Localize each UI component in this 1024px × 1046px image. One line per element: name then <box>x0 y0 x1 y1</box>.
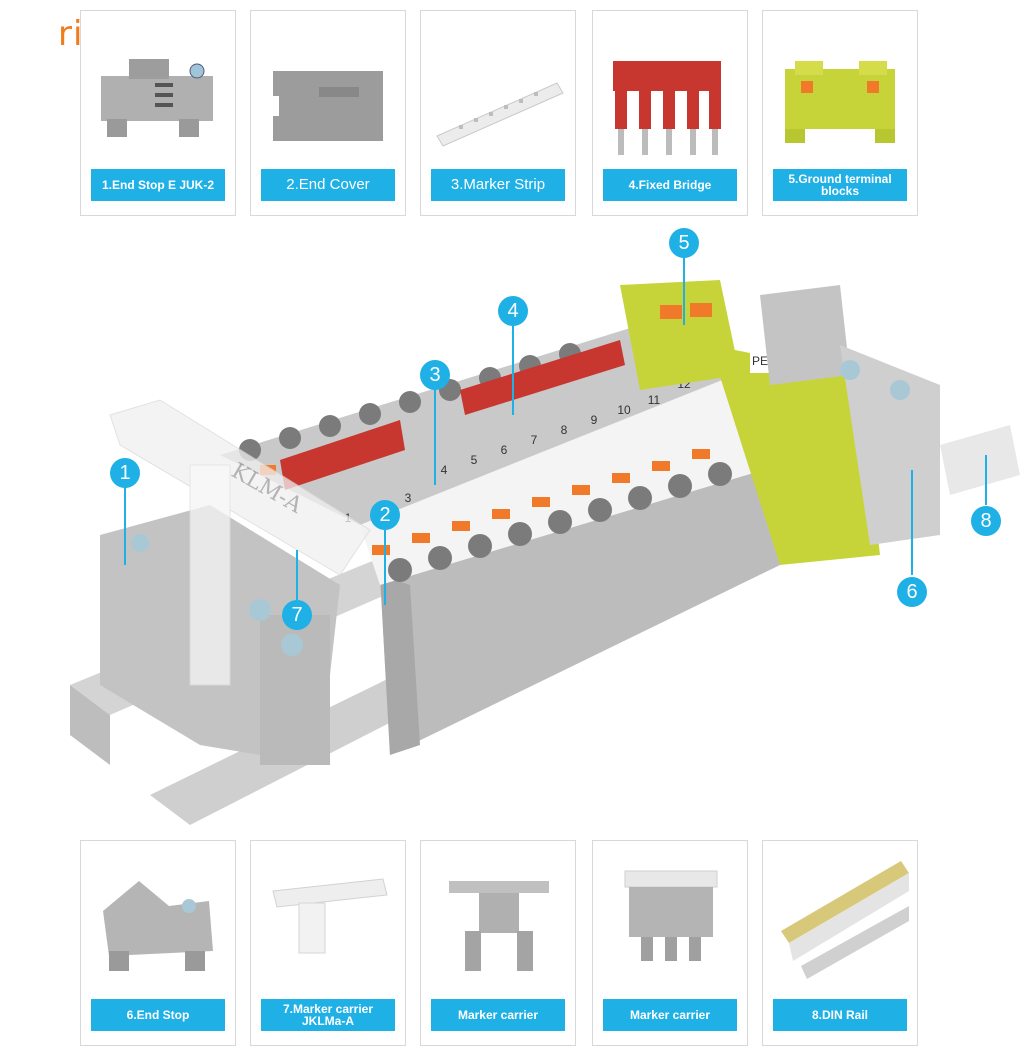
callout-5: 5 <box>669 228 699 325</box>
marker-number: 8 <box>561 423 568 437</box>
card-end-cover[interactable]: 2.End Cover <box>250 10 406 216</box>
card-end-stop[interactable]: 1.End Stop E JUK-2 <box>80 10 236 216</box>
marker-number: 10 <box>617 403 631 417</box>
card-fixed-bridge[interactable]: 4.Fixed Bridge <box>592 10 748 216</box>
marker-number: 5 <box>471 453 478 467</box>
svg-text:2: 2 <box>379 504 390 526</box>
marker-carrier-icon <box>624 870 718 961</box>
fixed-bridge-icon <box>613 61 721 155</box>
card-label: Marker carrier <box>431 999 565 1031</box>
svg-text:3: 3 <box>429 364 440 386</box>
card-label: 1.End Stop E JUK-2 <box>91 169 225 201</box>
marker-number: 11 <box>648 393 661 407</box>
card-label: 5.Ground terminal blocks <box>773 169 907 201</box>
marker-number: 7 <box>531 433 538 447</box>
marker-strip-icon <box>436 82 564 147</box>
card-label: 2.End Cover <box>261 169 395 201</box>
card-marker-carrier[interactable]: Marker carrier <box>420 840 576 1046</box>
end-cover-icon <box>273 71 383 141</box>
end-stop-icon <box>101 59 213 137</box>
card-marker-carrier-2[interactable]: Marker carrier <box>592 840 748 1046</box>
callout-6: 6 <box>897 470 927 607</box>
card-end-stop-6[interactable]: 6.End Stop <box>80 840 236 1046</box>
callout-1: 1 <box>110 458 140 565</box>
card-marker-strip[interactable]: 3.Marker Strip <box>420 10 576 216</box>
marker-carrier-icon <box>449 881 549 971</box>
card-label: 3.Marker Strip <box>431 169 565 201</box>
ground-terminal-block: PE PE <box>620 280 880 565</box>
marker-number: 3 <box>405 491 412 505</box>
callout-7: 7 <box>282 550 312 630</box>
card-label: 6.End Stop <box>91 999 225 1031</box>
terminal-assembly-illustration: 1 2 3 4 5 6 7 8 9 10 11 12 PE PE KLM-A <box>70 228 1020 825</box>
callout-4: 4 <box>498 296 528 415</box>
card-label: 7.Marker carrier JKLMa-A <box>261 999 395 1031</box>
marker-carrier-icon <box>272 878 388 954</box>
end-stop-right <box>760 285 940 545</box>
callout-8: 8 <box>971 455 1001 536</box>
svg-text:6: 6 <box>906 581 917 603</box>
marker-number: 4 <box>441 463 448 477</box>
svg-text:1: 1 <box>119 462 130 484</box>
din-rail-icon <box>781 861 909 979</box>
card-label: 4.Fixed Bridge <box>603 169 737 201</box>
ground-terminal-icon <box>785 61 895 143</box>
svg-text:4: 4 <box>507 300 518 322</box>
svg-text:5: 5 <box>678 232 689 254</box>
marker-number: 6 <box>501 443 508 457</box>
callout-3: 3 <box>420 360 450 485</box>
card-label: 8.DIN Rail <box>773 999 907 1031</box>
end-stop-icon <box>103 881 213 971</box>
svg-text:7: 7 <box>291 604 302 626</box>
fixed-bridge <box>280 340 625 490</box>
card-marker-carrier-jklma[interactable]: 7.Marker carrier JKLMa-A <box>250 840 406 1046</box>
card-din-rail[interactable]: 8.DIN Rail <box>762 840 918 1046</box>
svg-text:8: 8 <box>980 510 991 532</box>
card-ground-terminal[interactable]: 5.Ground terminal blocks <box>762 10 918 216</box>
callout-2: 2 <box>370 500 400 605</box>
marker-number: 9 <box>591 413 598 427</box>
card-label: Marker carrier <box>603 999 737 1031</box>
pe-label: PE <box>752 354 768 368</box>
